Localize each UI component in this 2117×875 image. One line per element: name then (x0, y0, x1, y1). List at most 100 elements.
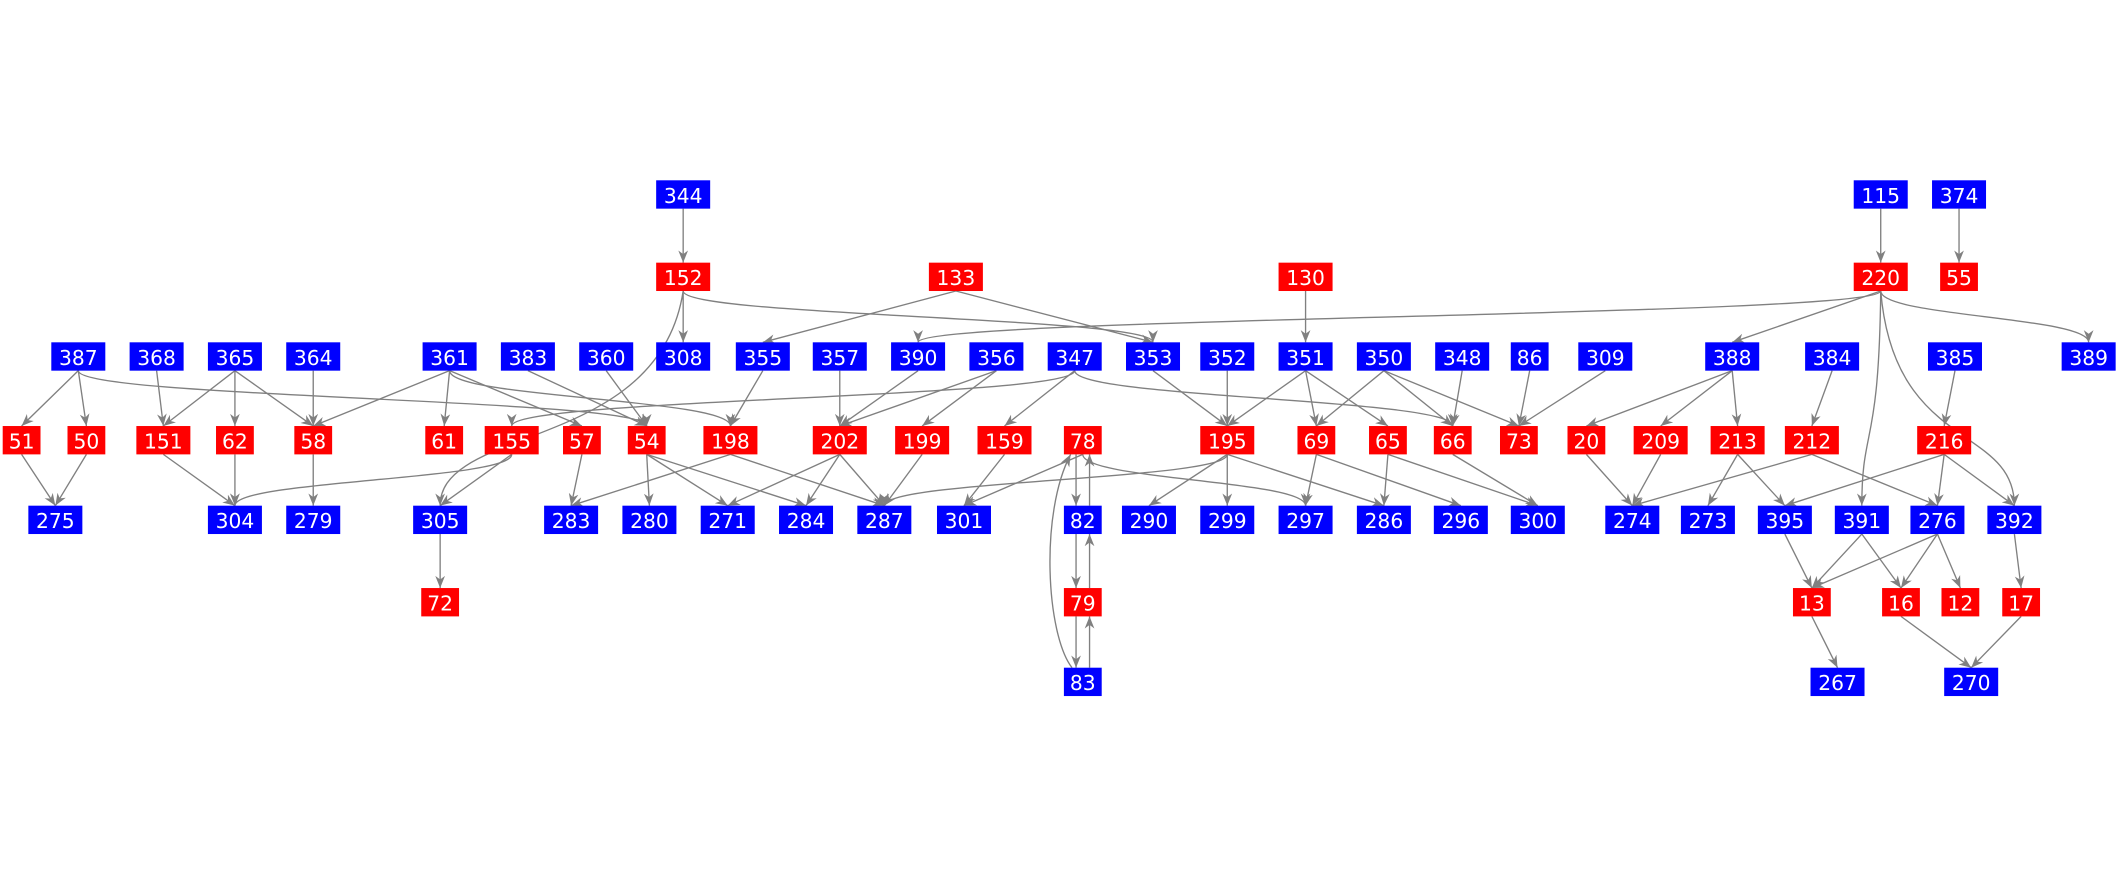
edge-395-to-13 (1784, 533, 1813, 589)
node-13[interactable]: 13 (1792, 588, 1831, 617)
node-65[interactable]: 65 (1369, 426, 1407, 455)
node-133[interactable]: 133 (928, 262, 983, 292)
node-350[interactable]: 350 (1356, 342, 1411, 371)
node-195[interactable]: 195 (1200, 426, 1255, 455)
node-297[interactable]: 297 (1278, 505, 1333, 535)
node-box (1200, 505, 1255, 535)
node-50[interactable]: 50 (67, 426, 106, 455)
node-391[interactable]: 391 (1834, 505, 1889, 535)
node-box (969, 342, 1024, 371)
node-54[interactable]: 54 (627, 426, 666, 455)
node-69[interactable]: 69 (1297, 426, 1336, 455)
node-286[interactable]: 286 (1356, 505, 1411, 535)
node-305[interactable]: 305 (413, 505, 468, 535)
node-296[interactable]: 296 (1433, 505, 1488, 535)
node-159[interactable]: 159 (977, 426, 1032, 455)
node-388[interactable]: 388 (1705, 342, 1760, 371)
node-box (1433, 505, 1488, 535)
node-347[interactable]: 347 (1047, 342, 1102, 371)
node-73[interactable]: 73 (1499, 426, 1538, 455)
node-290[interactable]: 290 (1121, 505, 1176, 535)
node-384[interactable]: 384 (1805, 342, 1860, 371)
node-55[interactable]: 55 (1940, 262, 1978, 292)
node-57[interactable]: 57 (563, 426, 601, 455)
node-308[interactable]: 308 (656, 342, 711, 371)
node-62[interactable]: 62 (216, 426, 254, 455)
node-12[interactable]: 12 (1941, 588, 1980, 617)
node-365[interactable]: 365 (207, 342, 262, 371)
node-86[interactable]: 86 (1510, 342, 1549, 371)
node-284[interactable]: 284 (779, 505, 834, 535)
node-309[interactable]: 309 (1578, 342, 1633, 371)
node-283[interactable]: 283 (544, 505, 599, 535)
node-267[interactable]: 267 (1810, 667, 1865, 697)
node-368[interactable]: 368 (129, 342, 184, 371)
node-390[interactable]: 390 (891, 342, 946, 371)
node-274[interactable]: 274 (1605, 505, 1660, 535)
node-301[interactable]: 301 (936, 505, 991, 535)
node-213[interactable]: 213 (1710, 426, 1765, 455)
node-351[interactable]: 351 (1278, 342, 1333, 371)
node-276[interactable]: 276 (1910, 505, 1965, 535)
node-152[interactable]: 152 (656, 262, 711, 292)
node-360[interactable]: 360 (579, 342, 634, 371)
node-16[interactable]: 16 (1882, 588, 1920, 617)
node-395[interactable]: 395 (1757, 505, 1812, 535)
node-364[interactable]: 364 (286, 342, 341, 371)
node-348[interactable]: 348 (1435, 342, 1490, 371)
node-58[interactable]: 58 (294, 426, 333, 455)
edge-347-to-159 (1004, 370, 1076, 427)
node-356[interactable]: 356 (969, 342, 1024, 371)
node-51[interactable]: 51 (2, 426, 41, 455)
node-72[interactable]: 72 (421, 588, 460, 617)
node-82[interactable]: 82 (1063, 505, 1102, 535)
node-78[interactable]: 78 (1063, 426, 1102, 455)
node-287[interactable]: 287 (857, 505, 912, 535)
node-box (1784, 426, 1839, 455)
node-212[interactable]: 212 (1784, 426, 1839, 455)
node-216[interactable]: 216 (1917, 426, 1972, 455)
node-273[interactable]: 273 (1680, 505, 1735, 535)
node-155[interactable]: 155 (484, 426, 539, 455)
node-270[interactable]: 270 (1944, 667, 1999, 697)
node-352[interactable]: 352 (1200, 342, 1255, 371)
node-209[interactable]: 209 (1633, 426, 1688, 455)
node-357[interactable]: 357 (812, 342, 867, 371)
node-304[interactable]: 304 (207, 505, 262, 535)
node-box (1499, 426, 1538, 455)
node-115[interactable]: 115 (1853, 180, 1908, 209)
node-79[interactable]: 79 (1063, 588, 1102, 617)
node-17[interactable]: 17 (2002, 588, 2041, 617)
node-label: 364 (294, 346, 333, 370)
node-130[interactable]: 130 (1278, 262, 1333, 292)
node-389[interactable]: 389 (2061, 342, 2116, 371)
node-392[interactable]: 392 (1987, 505, 2042, 535)
node-66[interactable]: 66 (1433, 426, 1472, 455)
node-361[interactable]: 361 (422, 342, 477, 371)
node-151[interactable]: 151 (136, 426, 191, 455)
node-20[interactable]: 20 (1567, 426, 1606, 455)
node-355[interactable]: 355 (735, 342, 790, 371)
node-353[interactable]: 353 (1126, 342, 1181, 371)
node-271[interactable]: 271 (700, 505, 755, 535)
node-279[interactable]: 279 (286, 505, 341, 535)
node-83[interactable]: 83 (1063, 667, 1102, 697)
node-202[interactable]: 202 (812, 426, 867, 455)
node-383[interactable]: 383 (500, 342, 555, 371)
node-199[interactable]: 199 (895, 426, 950, 455)
node-61[interactable]: 61 (425, 426, 464, 455)
node-299[interactable]: 299 (1200, 505, 1255, 535)
node-label: 270 (1952, 671, 1991, 695)
node-275[interactable]: 275 (28, 505, 83, 535)
node-280[interactable]: 280 (622, 505, 677, 535)
node-344[interactable]: 344 (656, 180, 711, 209)
node-label: 13 (1799, 592, 1825, 616)
node-box (779, 505, 834, 535)
node-label: 297 (1286, 509, 1325, 533)
node-374[interactable]: 374 (1932, 180, 1987, 209)
node-387[interactable]: 387 (51, 342, 106, 371)
node-198[interactable]: 198 (703, 426, 758, 455)
node-220[interactable]: 220 (1853, 262, 1908, 292)
node-385[interactable]: 385 (1927, 342, 1982, 371)
node-300[interactable]: 300 (1510, 505, 1565, 535)
